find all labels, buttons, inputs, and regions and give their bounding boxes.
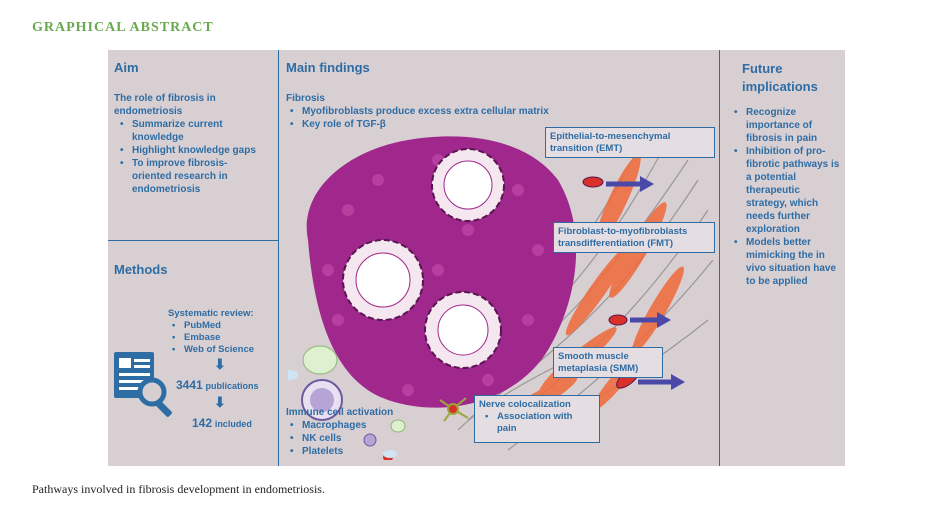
publications-label: publications bbox=[205, 381, 259, 391]
fibrosis-content: Fibrosis Myofibroblasts produce excess e… bbox=[286, 92, 549, 131]
future-content: Recognize importance of fibrosis in pain… bbox=[730, 106, 840, 288]
fibrosis-item: Key role of TGF-β bbox=[290, 118, 549, 131]
included-count-line: 142 included bbox=[192, 417, 252, 431]
graphical-abstract-heading: GRAPHICAL ABSTRACT bbox=[32, 20, 214, 35]
figure-caption: Pathways involved in fibrosis developmen… bbox=[32, 482, 325, 496]
aim-item: Summarize current knowledge bbox=[120, 118, 274, 144]
aim-title: Aim bbox=[114, 60, 139, 75]
methods-content: Systematic review: PubMed Embase Web of … bbox=[168, 308, 254, 356]
divider-left bbox=[278, 50, 279, 466]
document-search-icon bbox=[114, 352, 172, 417]
database-item: PubMed bbox=[172, 320, 254, 332]
immune-cells bbox=[288, 345, 343, 421]
immune-cell-icons bbox=[363, 419, 406, 458]
endometrial-glands bbox=[342, 148, 505, 369]
future-item: Inhibition of pro-fibrotic pathways is a… bbox=[734, 145, 840, 236]
immune-item: NK cells bbox=[290, 432, 393, 445]
nerve-box: Nerve colocalization Association with pa… bbox=[474, 395, 600, 443]
immune-item: Macrophages bbox=[290, 419, 393, 432]
emt-box: Epithelial-to-mesenchymal transition (EM… bbox=[545, 127, 715, 158]
database-item: Web of Science bbox=[172, 344, 254, 356]
divider-right bbox=[719, 50, 720, 466]
methods-title: Methods bbox=[114, 262, 168, 277]
included-label: included bbox=[214, 419, 252, 429]
immune-content: Immune cell activation Macrophages NK ce… bbox=[286, 406, 393, 458]
immune-label: Immune cell activation bbox=[286, 407, 394, 418]
aim-item: Highlight knowledge gaps bbox=[120, 144, 274, 157]
future-title: Future implications bbox=[742, 61, 818, 94]
stroma-cells bbox=[322, 154, 544, 396]
nerve-item: Association with pain bbox=[485, 411, 587, 435]
aim-intro: The role of fibrosis in endometriosis bbox=[114, 93, 216, 117]
fibrosis-label: Fibrosis bbox=[286, 93, 325, 104]
neuron-icon bbox=[439, 397, 469, 422]
transition-arrows bbox=[582, 176, 685, 390]
review-label: Systematic review: bbox=[168, 308, 254, 319]
aim-content: The role of fibrosis in endometriosis Su… bbox=[114, 92, 274, 196]
arrow-down-icon: ⬇ bbox=[214, 394, 226, 410]
smm-box: Smooth muscle metaplasia (SMM) bbox=[553, 347, 663, 378]
arrow-down-icon: ⬇ bbox=[214, 356, 226, 372]
fmt-box: Fibroblast-to-myofibroblasts transdiffer… bbox=[553, 222, 715, 253]
database-item: Embase bbox=[172, 332, 254, 344]
publications-count-line: 3441 publications bbox=[176, 379, 259, 393]
included-count: 142 bbox=[192, 416, 213, 430]
aim-item: To improve fibrosis-oriented research in… bbox=[120, 157, 247, 196]
abstract-panel: Aim The role of fibrosis in endometriosi… bbox=[108, 50, 845, 466]
fibrosis-item: Myofibroblasts produce excess extra cell… bbox=[290, 105, 549, 118]
future-item: Recognize importance of fibrosis in pain bbox=[734, 106, 840, 145]
divider-aim-methods bbox=[108, 240, 278, 241]
main-findings-title: Main findings bbox=[286, 60, 370, 75]
publications-count: 3441 bbox=[176, 378, 203, 392]
immune-item: Platelets bbox=[290, 445, 393, 458]
nerve-label: Nerve colocalization bbox=[479, 399, 571, 410]
future-item: Models better mimicking the in vivo situ… bbox=[734, 236, 840, 288]
